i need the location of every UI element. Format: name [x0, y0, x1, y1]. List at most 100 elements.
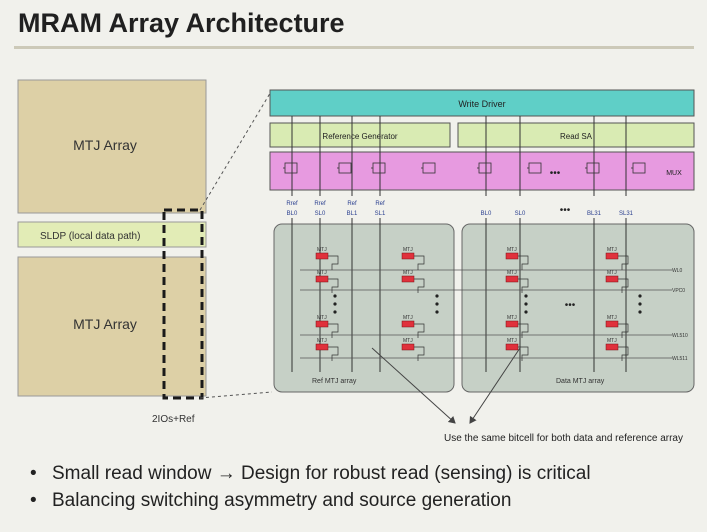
mux-ellipsis: •••: [550, 168, 561, 179]
mtj-cell: [315, 320, 329, 328]
mtj-label: MTJ: [403, 338, 413, 344]
access-transistor: [618, 278, 629, 293]
mtj-cell: [505, 275, 519, 283]
mtj-cell: [605, 320, 619, 328]
line-label-top: Rref: [314, 201, 326, 207]
mtj-label: MTJ: [317, 247, 327, 253]
mtj-cell: [315, 252, 329, 260]
mtj-label: MTJ: [403, 315, 413, 321]
access-transistor: [518, 346, 529, 361]
bitlines: [291, 116, 627, 372]
zoom-callout-box: [162, 208, 204, 400]
mtj-label: MTJ: [607, 315, 617, 321]
bullet-dot: •: [30, 463, 37, 484]
write-driver-block: [269, 89, 695, 117]
access-transistor: [328, 323, 339, 338]
callout-label: 2IOs+Ref: [152, 414, 195, 425]
array-dots: [333, 294, 642, 314]
bullet-text: Balancing switching asymmetry and source…: [52, 490, 512, 511]
mtj-cells: MTJ MTJ MTJ MTJ MTJ MTJ MTJ MTJ MTJ MTJ MTJ MTJ MTJ M…: [315, 247, 629, 361]
access-transistor: [414, 255, 425, 270]
mtj-label: MTJ: [317, 270, 327, 276]
top-mtj-array-block: [17, 79, 207, 214]
reference-generator-block: [269, 122, 451, 148]
mtj-label: MTJ: [507, 315, 517, 321]
mtj-cell: [401, 275, 415, 283]
line-label-bottom: SL0: [515, 211, 526, 217]
mtj-label: MTJ: [507, 247, 517, 253]
mtj-label: MTJ: [507, 338, 517, 344]
line-label-top: Ref: [347, 201, 357, 207]
write-driver-label: Write Driver: [458, 99, 505, 109]
mtj-label: MTJ: [607, 338, 617, 344]
read-sa-block: [457, 122, 695, 148]
ref-array-label: Ref MTJ array: [312, 378, 357, 385]
bitcell-note: Use the same bitcell for both data and r…: [444, 433, 683, 444]
zoom-line-bottom: [199, 391, 273, 399]
line-label-bottom: SL31: [619, 211, 634, 217]
access-transistor: [328, 346, 339, 361]
mtj-cell: [315, 275, 329, 283]
bullet-item: • Balancing switching asymmetry and sourc…: [30, 487, 591, 514]
mtj-label: MTJ: [607, 247, 617, 253]
access-transistor: [414, 323, 425, 338]
line-label-bottom: SL0: [315, 211, 326, 217]
mtj-cell: [401, 343, 415, 351]
mtj-label: MTJ: [607, 270, 617, 276]
sldp-label: SLDP (local data path): [40, 231, 140, 242]
access-transistor: [618, 255, 629, 270]
top-mtj-array-label: MTJ Array: [73, 137, 137, 153]
line-label-bottom: BL0: [481, 211, 492, 217]
bottom-mtj-array-label: MTJ Array: [73, 316, 137, 332]
wordline-label: VPC0: [672, 288, 685, 294]
mtj-cell: [605, 252, 619, 260]
bullet-dot: •: [30, 490, 37, 511]
mtj-cell: [505, 343, 519, 351]
mux-switches: [283, 162, 646, 174]
data-array-label: Data MTJ array: [556, 378, 605, 385]
bullet-list: • Small read window → Design for robust r…: [30, 460, 591, 514]
access-transistor: [518, 323, 529, 338]
line-label-top: Rref: [286, 201, 298, 207]
wordline-label: WL510: [672, 333, 688, 339]
mtj-cell: [401, 252, 415, 260]
access-transistor: [518, 278, 529, 293]
bullet-item: • Small read window → Design for robust r…: [30, 460, 591, 487]
mtj-cell: [315, 343, 329, 351]
line-label-bottom: BL0: [287, 211, 298, 217]
slide-title: MRAM Array Architecture: [18, 8, 345, 38]
read-sa-label: Read SA: [560, 132, 593, 141]
wordline-label: WL0: [672, 268, 683, 274]
access-transistor: [328, 278, 339, 293]
access-transistor: [414, 346, 425, 361]
bottom-mtj-array-block: [17, 256, 207, 397]
mux-label: MUX: [666, 170, 682, 177]
access-transistor: [328, 255, 339, 270]
mux-block: [269, 151, 695, 191]
line-label-bottom: BL1: [347, 211, 358, 217]
mtj-label: MTJ: [403, 270, 413, 276]
sldp-block: [17, 221, 207, 248]
access-transistor: [414, 278, 425, 293]
bullet-text: Small read window → Design for robust re…: [52, 463, 591, 484]
access-transistor: [618, 323, 629, 338]
mtj-cell: [401, 320, 415, 328]
ref-mtj-array-panel: [273, 223, 455, 393]
title-underline: [14, 46, 694, 49]
mtj-label: MTJ: [317, 315, 327, 321]
note-arrow-data: [469, 347, 521, 424]
access-transistor: [618, 346, 629, 361]
data-mtj-array-panel: [461, 223, 695, 393]
mtj-label: MTJ: [403, 247, 413, 253]
wordline-label: WL511: [672, 356, 688, 362]
zoom-line-top: [199, 89, 273, 211]
mtj-cell: [605, 275, 619, 283]
access-transistor: [518, 255, 529, 270]
mtj-cell: [505, 252, 519, 260]
mtj-label: MTJ: [317, 338, 327, 344]
note-arrow-ref: [371, 347, 456, 424]
line-label-top: Ref: [375, 201, 385, 207]
